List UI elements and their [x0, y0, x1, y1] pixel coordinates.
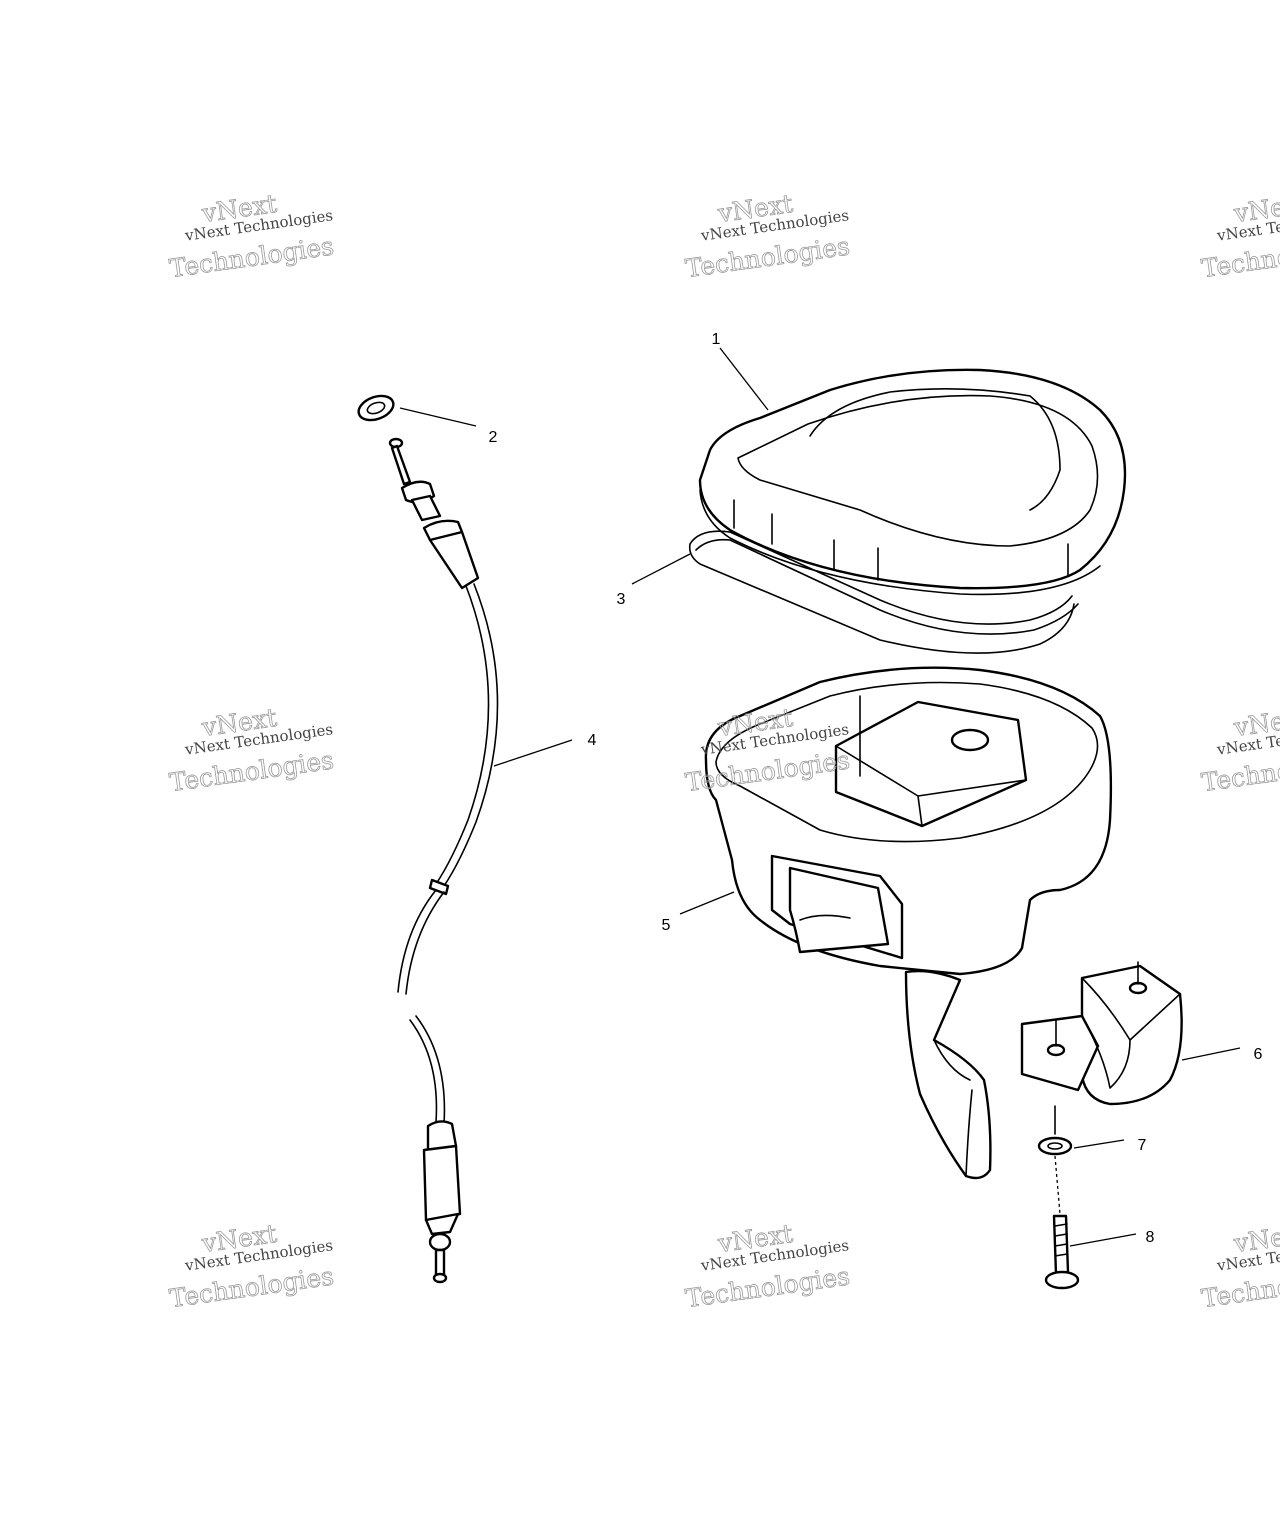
- callout-5: 5: [662, 917, 671, 934]
- watermark: vNext vNext Technologies Technologies: [683, 1219, 852, 1314]
- callout-2: 2: [489, 429, 498, 446]
- watermark: vNext vNext Technologies Technologies: [167, 189, 336, 284]
- part-1-cover: [698, 368, 1127, 596]
- callout-labels: 1 2 3 4 5 6 7 8: [489, 331, 1263, 1246]
- part-4-cable: [388, 437, 499, 1284]
- callout-3: 3: [617, 591, 626, 608]
- callout-4: 4: [588, 732, 597, 749]
- watermark: vNext vNext Technologies Technologies: [1199, 1219, 1280, 1314]
- callout-7: 7: [1138, 1137, 1147, 1154]
- watermark-group: vNext vNext Technologies Technologies vN…: [167, 189, 1280, 1314]
- callout-1: 1: [712, 331, 721, 348]
- watermark: vNext vNext Technologies Technologies: [683, 189, 852, 284]
- leader-lines: [399, 347, 1241, 1247]
- watermark: vNext vNext Technologies Technologies: [167, 1219, 336, 1314]
- part-5-housing: [704, 666, 1113, 1180]
- part-2-washer: [357, 394, 395, 422]
- watermark: vNext vNext Technologies Technologies: [1199, 189, 1280, 284]
- part-8-bolt: [1044, 1214, 1080, 1290]
- part-3-gasket: [688, 530, 1079, 654]
- watermark: vNext vNext Technologies Technologies: [1199, 703, 1280, 798]
- callout-8: 8: [1146, 1229, 1155, 1246]
- watermark: vNext vNext Technologies Technologies: [167, 703, 336, 798]
- part-7-washer: [1037, 1105, 1073, 1215]
- callout-6: 6: [1254, 1046, 1263, 1063]
- part-6-clamp: [1020, 961, 1183, 1106]
